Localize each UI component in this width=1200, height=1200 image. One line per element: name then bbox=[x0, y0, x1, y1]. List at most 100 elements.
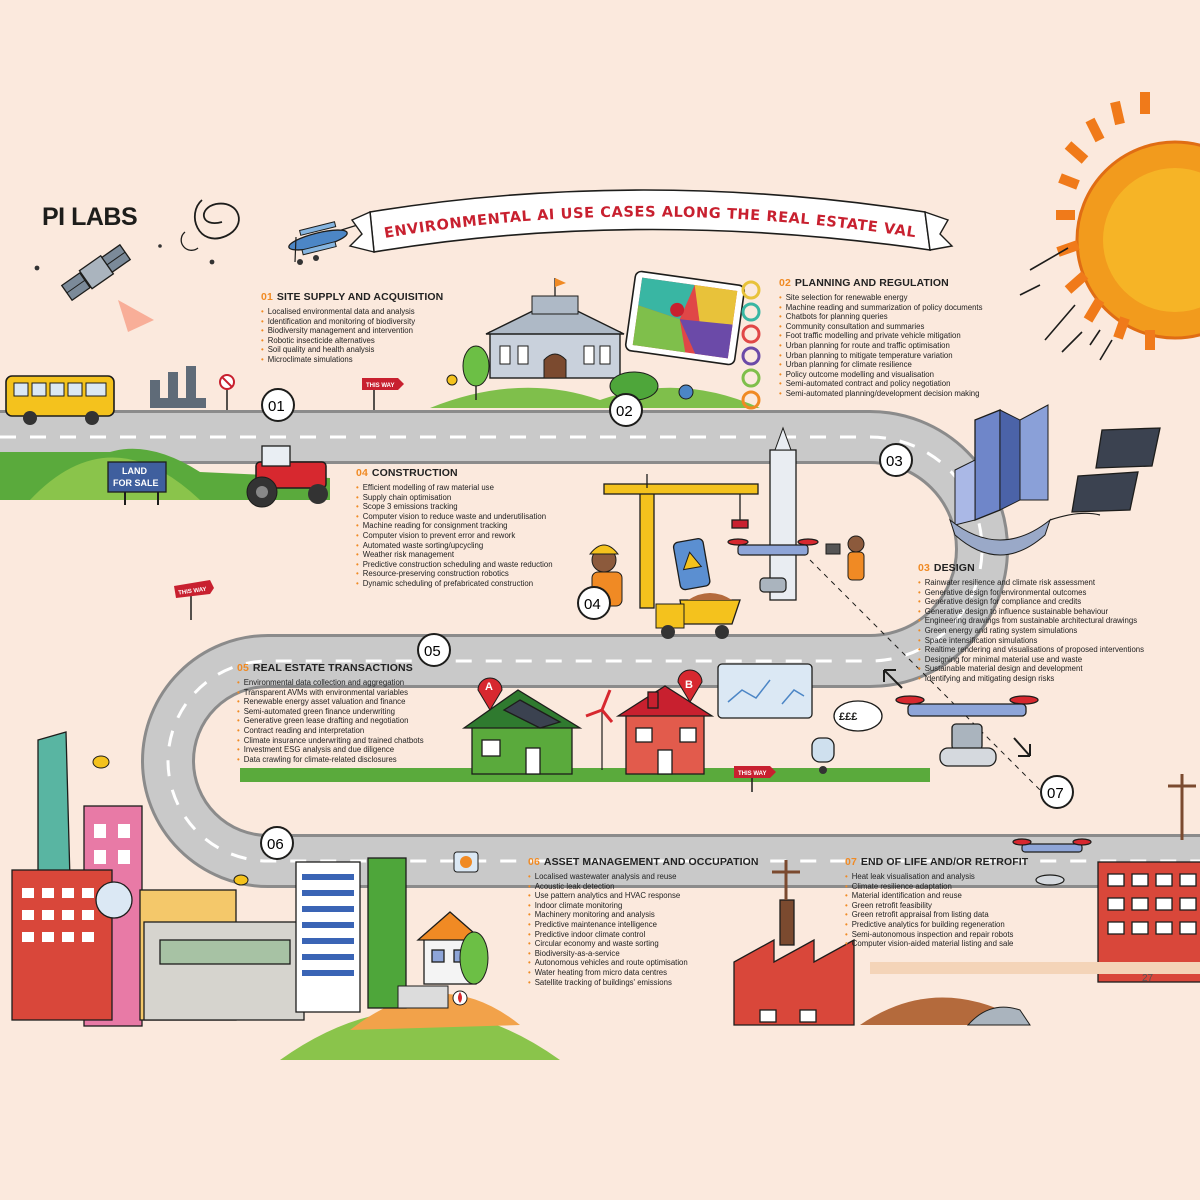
surveyor-icon bbox=[825, 535, 865, 581]
svg-text:04: 04 bbox=[584, 596, 601, 613]
use-case-item: Generative design to influence sustainab… bbox=[918, 607, 1144, 617]
satellite-beam bbox=[118, 300, 154, 332]
use-case-item: Chatbots for planning queries bbox=[779, 312, 983, 322]
use-case-item: Circular economy and waste sorting bbox=[528, 939, 759, 949]
use-case-item: Site selection for renewable energy bbox=[779, 293, 983, 303]
use-case-item: Heat leak visualisation and analysis bbox=[845, 872, 1028, 882]
marker-b-icon: B bbox=[677, 669, 703, 703]
use-case-item: Sustainable material design and developm… bbox=[918, 664, 1144, 674]
small-drone-icon bbox=[1012, 838, 1092, 886]
use-case-list: Localised wastewater analysis and reuseA… bbox=[528, 872, 759, 987]
use-case-item: Realtime rendering and visualisations of… bbox=[918, 645, 1144, 655]
town-hall-icon bbox=[485, 278, 625, 379]
bee-icon bbox=[92, 755, 249, 886]
dump-truck-icon bbox=[655, 593, 741, 639]
person-portrait-icon bbox=[95, 881, 133, 919]
use-case-item: Efficient modelling of raw material use bbox=[356, 483, 553, 493]
use-case-item: Urban planning to mitigate temperature v… bbox=[779, 351, 983, 361]
gray-rock bbox=[966, 1006, 1031, 1026]
title-banner: ENVIRONMENTAL AI USE CASES ALONG THE REA… bbox=[0, 0, 954, 253]
sun-icon bbox=[1019, 92, 1200, 361]
use-case-item: Engineering drawings from sustainable ar… bbox=[918, 616, 1144, 626]
tractor-icon bbox=[246, 445, 328, 508]
land-sign-line1: LAND bbox=[122, 466, 147, 476]
milestone-04: 04 bbox=[577, 586, 611, 620]
svg-text:01: 01 bbox=[268, 398, 285, 415]
use-case-item: Predictive maintenance intelligence bbox=[528, 920, 759, 930]
tree-icon bbox=[459, 931, 489, 985]
skyscraper-icon bbox=[769, 426, 797, 601]
use-case-item: Data crawling for climate-related disclo… bbox=[237, 755, 424, 765]
milestone-05: 05 bbox=[417, 633, 451, 667]
school-bus-icon bbox=[5, 375, 115, 425]
use-case-item: Climate insurance underwriting and train… bbox=[237, 736, 424, 746]
moon-icon bbox=[180, 231, 199, 251]
dashboard-screen-icon bbox=[717, 663, 813, 719]
svg-text:07: 07 bbox=[1047, 785, 1064, 802]
milestone-06: 06 bbox=[260, 826, 294, 860]
use-case-item: Supply chain optimisation bbox=[356, 493, 553, 503]
land-sign-line2: FOR SALE bbox=[113, 478, 159, 488]
ruin-walls bbox=[150, 366, 206, 408]
use-case-item: Transparent AVMs with environmental vari… bbox=[237, 688, 424, 698]
use-case-list: Rainwater resilience and climate risk as… bbox=[918, 578, 1144, 684]
brand-logo: PI LABS bbox=[42, 203, 138, 231]
use-case-item: Community consultation and summaries bbox=[779, 322, 983, 332]
use-case-item: Computer vision to prevent error and rew… bbox=[356, 531, 553, 541]
svg-text:03: 03 bbox=[886, 453, 903, 470]
use-case-item: Policy outcome modelling and visualisati… bbox=[779, 370, 983, 380]
use-case-item: Designing for minimal material use and w… bbox=[918, 655, 1144, 665]
satellite-icon bbox=[60, 243, 132, 302]
robot-icon bbox=[811, 737, 835, 774]
use-case-item: Machine reading for consignment tracking bbox=[356, 521, 553, 531]
solar-panel-icon bbox=[1049, 427, 1161, 521]
use-case-item: Urban planning for climate resilience bbox=[779, 360, 983, 370]
water-drop-icon bbox=[452, 990, 468, 1006]
dashed-guide-line bbox=[809, 559, 1051, 801]
svg-text:05: 05 bbox=[424, 643, 441, 660]
use-case-item: Green retrofit feasibility bbox=[845, 901, 1028, 911]
use-case-item: Robotic insecticide alternatives bbox=[261, 336, 443, 346]
use-case-item: Machinery monitoring and analysis bbox=[528, 910, 759, 920]
use-case-item: Dynamic scheduling of prefabricated cons… bbox=[356, 579, 553, 589]
green-house-icon bbox=[461, 689, 583, 775]
wind-turbine-icon bbox=[585, 689, 614, 770]
no-entry-sign-icon bbox=[219, 374, 235, 410]
pound-signs: £££ bbox=[839, 711, 857, 723]
arrow-down-right-icon bbox=[1013, 737, 1031, 757]
milestone-01: 01 bbox=[261, 388, 295, 422]
use-case-item: Green retrofit appraisal from listing da… bbox=[845, 910, 1028, 920]
arrow-up-left-icon bbox=[883, 669, 903, 689]
svg-text:06: 06 bbox=[267, 836, 284, 853]
use-case-item: Urban planning for route and traffic opt… bbox=[779, 341, 983, 351]
use-case-item: Computer vision-aided material listing a… bbox=[845, 939, 1028, 949]
use-case-item: Semi-autonomous inspection and repair ro… bbox=[845, 930, 1028, 940]
use-case-item: Satellite tracking of buildings' emissio… bbox=[528, 978, 759, 988]
ac-unit-icon bbox=[397, 985, 449, 1009]
spiral-doodle bbox=[193, 199, 240, 240]
use-case-item: Computer vision to reduce waste and unde… bbox=[356, 512, 553, 522]
use-case-item: Machine reading and summarization of pol… bbox=[779, 303, 983, 313]
this-way-label: THIS WAY bbox=[366, 383, 394, 389]
use-case-item: Automated waste sorting/upcycling bbox=[356, 541, 553, 551]
milestone-02: 02 bbox=[609, 393, 643, 427]
use-case-item: Semi-automated planning/development deci… bbox=[779, 389, 983, 399]
use-case-item: Indoor climate monitoring bbox=[528, 901, 759, 911]
this-way-sign-1: THIS WAY bbox=[362, 378, 404, 410]
use-case-item: Space intensification simulations bbox=[918, 636, 1144, 646]
power-pole-icon bbox=[772, 774, 1196, 900]
progress-rings bbox=[741, 280, 761, 410]
use-case-item: Generative green lease drafting and nego… bbox=[237, 716, 424, 726]
flower-icon bbox=[446, 374, 458, 386]
use-case-list: Efficient modelling of raw material useS… bbox=[356, 483, 553, 589]
blue-flower-icon bbox=[678, 384, 694, 400]
use-case-item: Predictive indoor climate control bbox=[528, 930, 759, 940]
